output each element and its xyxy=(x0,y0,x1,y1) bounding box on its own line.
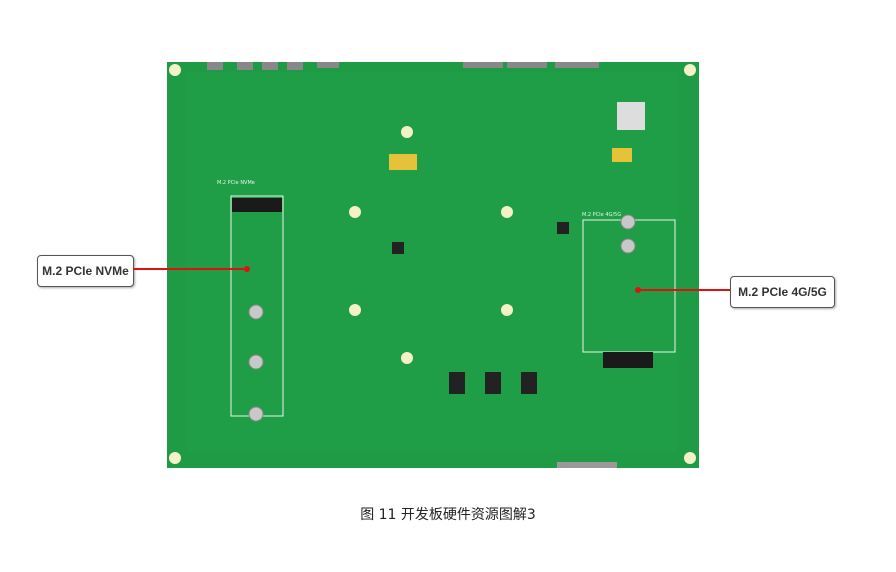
board-detail xyxy=(167,62,699,468)
callout-m2-4g5g: M.2 PCIe 4G/5G xyxy=(730,276,835,308)
callout-line-4g5g xyxy=(638,289,730,291)
callout-m2-nvme: M.2 PCIe NVMe xyxy=(37,255,134,287)
callout-line-nvme xyxy=(133,268,247,270)
callout-dot-4g5g xyxy=(635,287,641,293)
callout-dot-nvme xyxy=(244,266,250,272)
silkscreen-4g5g: M.2 PCIe 4G/5G xyxy=(582,212,622,218)
mounting-holes xyxy=(169,64,696,464)
silkscreen-nvme: M.2 PCIe NVMe xyxy=(217,180,255,186)
callout-label: M.2 PCIe NVMe xyxy=(42,264,129,278)
development-board-photo: M.2 PCIe NVMe M.2 PCIe 4G/5G xyxy=(167,62,699,468)
figure-caption: 图 11 开发板硬件资源图解3 xyxy=(360,507,536,523)
callout-label: M.2 PCIe 4G/5G xyxy=(738,285,827,299)
